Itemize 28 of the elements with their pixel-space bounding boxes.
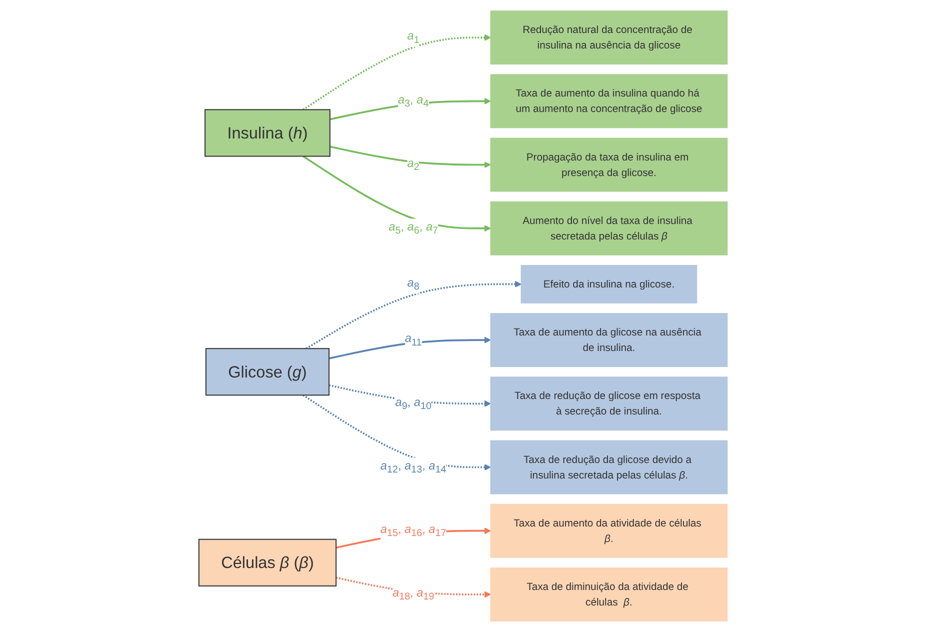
node-box: Efeito da insulina na glicose.: [520, 264, 698, 304]
arrow: [306, 280, 522, 350]
arrow: [328, 336, 491, 360]
edge-label: a$_{11}$: [404, 332, 422, 348]
edge-label: a$_{2}$: [407, 157, 420, 172]
arrow: [302, 155, 491, 232]
node-box: Aumento do nível da taxa de insulina secretada pelas células β: [490, 201, 728, 256]
node-box: Insulina (h): [204, 109, 330, 157]
edge-label: a$_{8}$: [407, 276, 420, 292]
node-box: Redução natural da concentração de insulina na ausência da glicose: [490, 10, 728, 65]
edge-label: a$_{3}$, a$_{4}$: [398, 94, 429, 109]
node-box: Taxa de redução de glicose em resposta à secreção de insulina.: [490, 376, 728, 431]
node-box: Propagação da taxa de insulina em presença da glicose.: [490, 138, 728, 192]
node-box: Taxa de diminuição da atividade de células β.: [490, 567, 728, 622]
arrow: [330, 146, 491, 168]
node-box: Células β (β): [198, 538, 336, 586]
arrow: [302, 34, 491, 110]
edge-label: a$_{5}$, a$_{6}$, a$_{7}$: [388, 220, 438, 236]
edge-label: a$_{15}$, a$_{16}$, a$_{17}$: [380, 523, 446, 538]
node-box: Taxa de aumento da atividade de células β.: [490, 504, 728, 558]
node-box: Taxa de redução da glicose devido a insulina secretada pelas células β.: [490, 440, 728, 494]
edge-label: a$_{18}$, a$_{19}$: [392, 586, 434, 602]
edge-label: a$_{9}$, a$_{10}$: [395, 396, 432, 412]
node-box: Taxa de aumento da glicose na ausência de insulina.: [490, 313, 728, 368]
node-box: Glicose (g): [205, 348, 330, 396]
node-box: Taxa de aumento da insulina quando há um aumento na concentração de glicose: [490, 74, 728, 128]
edge-label: a$_{1}$: [407, 30, 420, 46]
edge-label: a$_{12}$, a$_{13}$, a$_{14}$: [380, 460, 446, 475]
